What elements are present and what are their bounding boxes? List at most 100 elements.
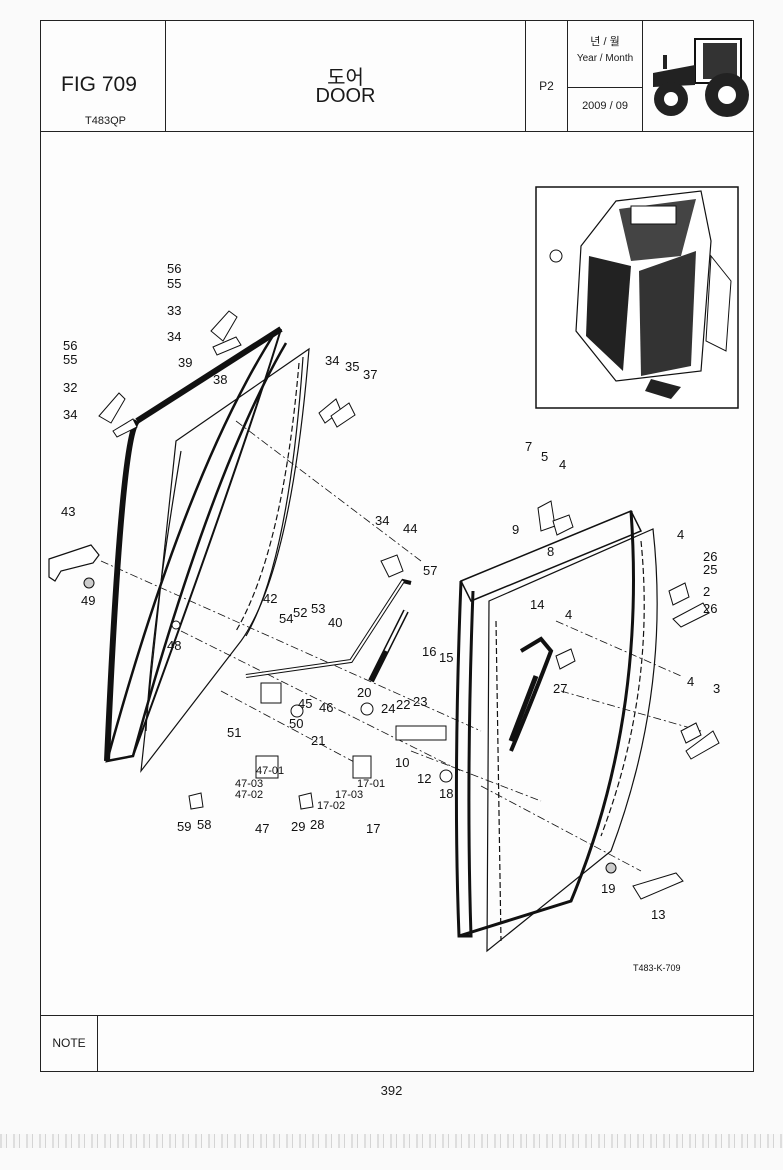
assembly-lines [100, 420, 702, 872]
fig-number: FIG 709 [61, 73, 137, 96]
bolt-20-icon [360, 702, 374, 716]
latch-47-01-icon [255, 755, 279, 779]
hinge-32-icon [98, 392, 126, 424]
part-label: 49 [81, 593, 95, 608]
page-code: P2 [539, 79, 554, 93]
part-label: 34 [325, 353, 339, 368]
drawing-code: T483-K-709 [633, 963, 681, 973]
part-label: 17-02 [317, 800, 345, 812]
part-label: 57 [423, 563, 437, 578]
part-label: 42 [263, 591, 277, 606]
title-korean: 도어 [327, 67, 364, 89]
part-label: 12 [417, 771, 431, 786]
part-label: 46 [319, 700, 333, 715]
part-label: 37 [363, 367, 377, 382]
washer-48-icon [171, 620, 181, 630]
part-label: 55 [167, 276, 181, 291]
part-label: 4 [559, 457, 566, 472]
part-label: 18 [439, 786, 453, 801]
latch-17-01-icon [352, 755, 372, 779]
washer-45-icon [290, 704, 304, 718]
page-code-cell: P2 [526, 21, 568, 131]
part-label: 19 [601, 881, 615, 896]
part-label: 35 [345, 359, 359, 374]
part-label: 34 [167, 329, 181, 344]
part-label: 47-02 [235, 789, 263, 801]
part-label: 56 [167, 261, 181, 276]
part-label: 44 [403, 521, 417, 536]
bracket-34-top-icon [212, 336, 242, 356]
part-label: 29 [291, 819, 305, 834]
model-code: T483QP [85, 115, 126, 127]
part-label: 45 [298, 696, 312, 711]
title-block: FIG 709 T483QP 도어 DOOR P2 년 / 월 Year / M… [41, 21, 753, 132]
date-cell: 년 / 월 Year / Month 2009 / 09 [568, 21, 643, 131]
part-label: 34 [375, 513, 389, 528]
part-label: 16 [422, 644, 436, 659]
part-label: 48 [167, 638, 181, 653]
part-label: 59 [177, 819, 191, 834]
bracket-4-low-icon [680, 722, 702, 744]
part-label: 22 [396, 697, 410, 712]
part-label: 26 [703, 549, 717, 564]
tractor-icon [653, 38, 749, 117]
scan-artifact [0, 1134, 783, 1148]
door-handle-43-icon [48, 544, 100, 582]
part-label: 4 [565, 607, 572, 622]
right-door-glass [486, 528, 658, 953]
bracket-35-icon [330, 402, 356, 428]
bracket-34-rod-icon [380, 554, 404, 578]
title-english: DOOR [315, 85, 376, 107]
part-label: 58 [197, 817, 211, 832]
washer-49-icon [83, 577, 95, 589]
part-label: 50 [289, 716, 303, 731]
part-label: 24 [381, 701, 395, 716]
part-label: 17-03 [335, 789, 363, 801]
part-label: 20 [357, 685, 371, 700]
year-month-value: 2009 / 09 [582, 100, 628, 112]
fig-cell: FIG 709 T483QP [41, 21, 166, 131]
page-number: 392 [380, 1083, 403, 1098]
part-label: 4 [687, 674, 694, 689]
part-label: 17 [366, 821, 380, 836]
part-label: 47-03 [235, 778, 263, 790]
part-label: 2 [703, 584, 710, 599]
part-label: 52 [293, 605, 307, 620]
bracket-34-left-icon [112, 418, 138, 438]
part-label: 43 [61, 504, 75, 519]
part-label: 26 [703, 601, 717, 616]
latch-42-icon [260, 682, 282, 704]
part-label: 56 [63, 338, 77, 353]
part-label: 32 [63, 380, 77, 395]
note-label: NOTE [41, 1016, 98, 1071]
part-label: 10 [395, 755, 409, 770]
part-label: 28 [310, 817, 324, 832]
part-label: 40 [328, 615, 342, 630]
tractor-cell [643, 21, 753, 131]
part-label: 33 [167, 303, 181, 318]
part-label: 47-01 [256, 765, 284, 777]
part-label: 23 [413, 694, 427, 709]
year-month-korean: 년 / 월 [590, 36, 620, 48]
part-label: 17-01 [357, 778, 385, 790]
gas-spring-27-icon [508, 675, 539, 742]
knob-59-icon [188, 792, 204, 810]
cab-inset [535, 186, 739, 409]
part-label: 34 [63, 407, 77, 422]
hinge-33-icon [210, 310, 238, 342]
hinge-5-icon [537, 500, 556, 532]
bracket-4-mid-icon [555, 648, 576, 670]
part-label: 55 [63, 352, 77, 367]
knob-29-icon [298, 792, 314, 810]
drawing-frame: FIG 709 T483QP 도어 DOOR P2 년 / 월 Year / M… [40, 20, 754, 1072]
note-row: NOTE [41, 1015, 753, 1071]
bracket-4-right-icon [668, 582, 690, 606]
washer-19-icon [605, 862, 617, 874]
washer-18-icon [439, 769, 453, 783]
part-label: 25 [703, 562, 717, 577]
hinge-2-icon [672, 602, 710, 628]
part-label: 27 [553, 681, 567, 696]
part-label: 9 [512, 522, 519, 537]
